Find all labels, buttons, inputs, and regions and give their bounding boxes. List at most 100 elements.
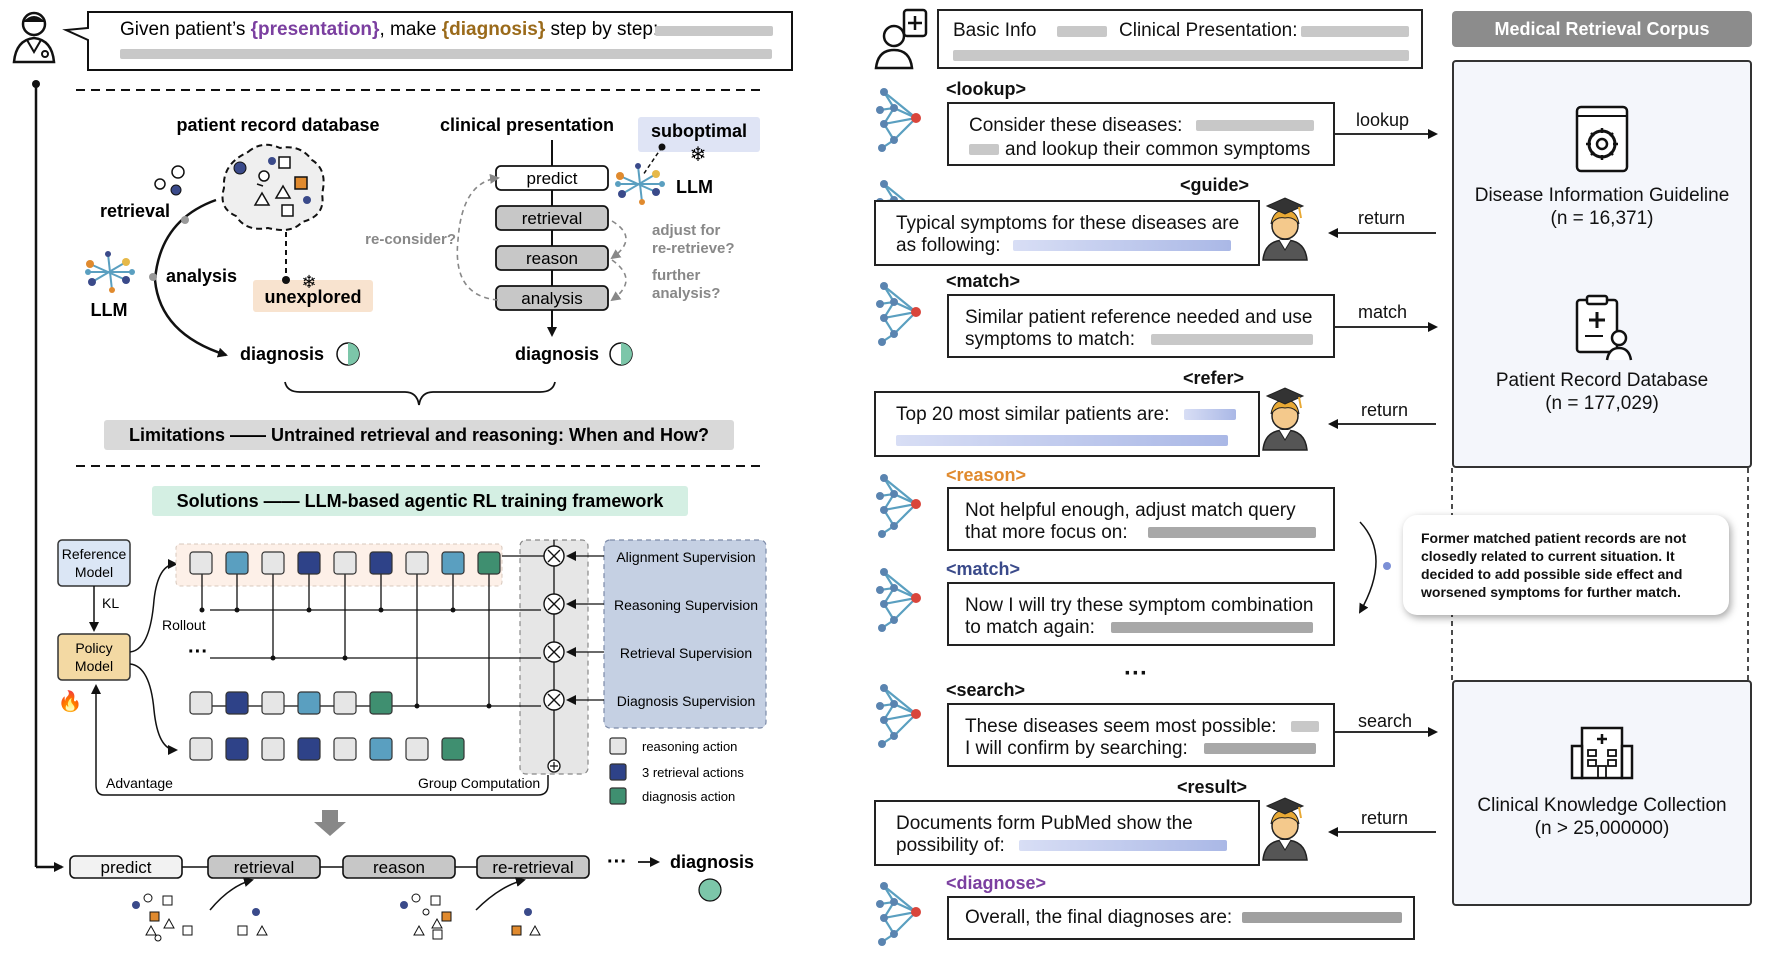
unexplored-box bbox=[253, 280, 373, 312]
corpus-count: (n = 177,029) bbox=[1545, 393, 1659, 414]
edge-label-match: match bbox=[1358, 302, 1408, 322]
suboptimal-label: suboptimal bbox=[651, 121, 747, 141]
step-tag-guide: <guide> bbox=[1180, 175, 1250, 195]
solutions-title: Solutions —— LLM-based agentic RL traini… bbox=[177, 491, 665, 511]
right-panel-lines bbox=[874, 8, 1749, 946]
refer-line1: Top 20 most similar patients are: bbox=[896, 404, 1170, 425]
scholar-icon bbox=[1262, 797, 1308, 861]
reference-model-label: Model bbox=[75, 564, 113, 580]
guideline-book-icon bbox=[1575, 105, 1629, 173]
note-callout: Former matched patient records are not c… bbox=[1403, 515, 1729, 615]
agent-network-icon bbox=[876, 882, 921, 946]
search-box: These diseases seem most possible: I wil… bbox=[947, 703, 1335, 767]
corpus-name: Disease Information Guideline bbox=[1474, 185, 1730, 206]
step-tag-diagnose: <diagnose> bbox=[946, 873, 1047, 893]
adjust-label-2: re-retrieve? bbox=[652, 240, 735, 257]
corpus-panel-top bbox=[1452, 60, 1752, 468]
result-line1: Documents form PubMed show the bbox=[896, 813, 1193, 834]
action-block bbox=[225, 691, 249, 715]
prompt-text: Given patient’s {presentation}, make {di… bbox=[120, 19, 658, 40]
step-tag-lookup: <lookup> bbox=[946, 79, 1027, 99]
cp-step-label: reason bbox=[526, 249, 578, 268]
patient-record-clipboard-icon bbox=[1575, 294, 1633, 361]
cp-title: clinical presentation bbox=[440, 115, 614, 135]
action-block bbox=[297, 691, 321, 715]
corpus-count: (n = 16,371) bbox=[1550, 208, 1654, 229]
match-line1: Similar patient reference needed and use bbox=[965, 307, 1313, 328]
diagnose-box: Overall, the final diagnoses are: bbox=[947, 896, 1415, 940]
cp-step-label: analysis bbox=[521, 289, 582, 308]
unexplored-label: unexplored bbox=[264, 287, 361, 307]
half-filled-circle-icon bbox=[609, 342, 633, 366]
basic-info-label: Basic Info bbox=[953, 20, 1037, 41]
legend-retrieval: 3 retrieval actions bbox=[642, 765, 744, 780]
record-cluster bbox=[400, 877, 541, 940]
pipeline-step-box bbox=[342, 855, 456, 879]
policy-model-label: Model bbox=[75, 658, 113, 674]
advantage-label: Advantage bbox=[106, 775, 173, 791]
legend: reasoning action 3 retrieval actions dia… bbox=[609, 737, 744, 805]
supervision-panel bbox=[603, 539, 767, 729]
action-block bbox=[477, 551, 501, 575]
patient-icon bbox=[874, 8, 928, 70]
pipeline-ellipsis: ··· bbox=[607, 851, 627, 873]
step-tag-refer: <refer> bbox=[1183, 368, 1245, 388]
reason-box: Not helpful enough, adjust match query t… bbox=[947, 487, 1335, 551]
match2-line1: Now I will try these symptom combination bbox=[965, 595, 1314, 616]
guide-line2: as following: bbox=[896, 235, 1001, 256]
action-block bbox=[405, 551, 429, 575]
corpus-panel-bottom bbox=[1452, 680, 1752, 906]
kl-label: KL bbox=[102, 595, 119, 611]
cp-step-box bbox=[495, 205, 609, 231]
action-block bbox=[405, 737, 429, 761]
edge-label-result: return bbox=[1361, 808, 1409, 828]
group-computation-label: Group Computation bbox=[418, 775, 540, 791]
diagnosis-circle-icon bbox=[698, 878, 722, 902]
pipeline-step-box bbox=[207, 855, 321, 879]
step-tag-result: <result> bbox=[1177, 777, 1248, 797]
limitations-label: Limitations —— Untrained retrieval and r… bbox=[129, 425, 709, 445]
left-panel: Given patient’s {presentation}, make {di… bbox=[12, 11, 793, 942]
rollout-label: Rollout bbox=[162, 617, 206, 633]
search-line2: I will confirm by searching: bbox=[965, 738, 1188, 759]
step-tag-search: <search> bbox=[946, 680, 1026, 700]
supervision-label: Alignment Supervision bbox=[616, 549, 755, 565]
legend-reasoning: reasoning action bbox=[642, 739, 737, 754]
action-block bbox=[225, 737, 249, 761]
lookup-line1: Consider these diseases: bbox=[969, 115, 1183, 136]
action-block bbox=[297, 737, 321, 761]
edge-label-guide: return bbox=[1358, 208, 1406, 228]
database-shapes bbox=[253, 156, 311, 217]
further-label-1: further bbox=[652, 267, 700, 284]
guide-line1: Typical symptoms for these diseases are bbox=[896, 213, 1240, 234]
corpus-name: Clinical Knowledge Collection bbox=[1477, 795, 1727, 816]
suboptimal-box bbox=[638, 117, 760, 152]
corpus-title: Medical Retrieval Corpus bbox=[1452, 11, 1752, 47]
cp-step-label: predict bbox=[526, 169, 577, 188]
policy-model-label: Policy bbox=[75, 640, 112, 656]
scholar-icon bbox=[1262, 387, 1308, 451]
pipeline-step-box bbox=[476, 855, 590, 879]
guide-box: Typical symptoms for these diseases are … bbox=[874, 200, 1260, 266]
down-arrow-icon bbox=[314, 810, 346, 836]
note-anchor-dot bbox=[1383, 562, 1391, 570]
node-dot bbox=[149, 273, 157, 281]
record-cluster bbox=[132, 877, 268, 942]
refer-box: Top 20 most similar patients are: bbox=[874, 391, 1260, 457]
action-block bbox=[189, 737, 213, 761]
placeholder-bar bbox=[1057, 26, 1107, 37]
rematch-arrow bbox=[1359, 521, 1377, 614]
diagnosis-label-1: diagnosis bbox=[240, 344, 324, 364]
doctor-icon bbox=[12, 11, 56, 64]
action-block bbox=[261, 737, 285, 761]
action-block bbox=[333, 691, 357, 715]
step-tag-match2: <match> bbox=[946, 559, 1021, 579]
solutions-box bbox=[152, 486, 688, 516]
patient-info-box: Basic Info Clinical Presentation: bbox=[937, 9, 1423, 69]
agent-network-icon bbox=[876, 568, 921, 632]
cp-step-label: retrieval bbox=[522, 209, 582, 228]
pipeline-step-label: re-retrieval bbox=[492, 858, 573, 877]
